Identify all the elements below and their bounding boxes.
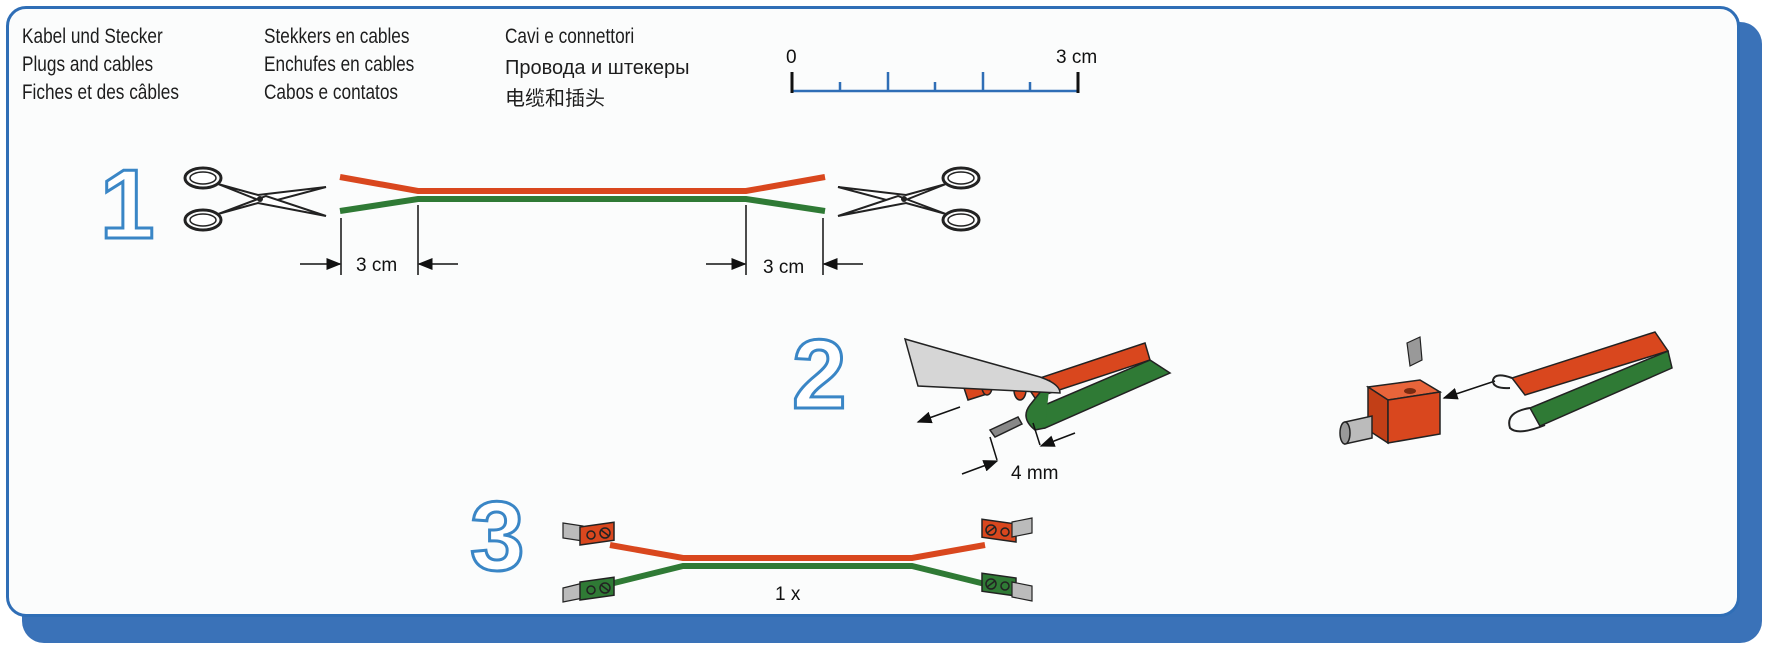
scissors-icon: [836, 166, 981, 232]
title-it: Cavi e connettori: [505, 25, 635, 48]
quantity-label: 1 x: [775, 584, 801, 605]
plug-icon: [1339, 379, 1443, 445]
plug-icon: [981, 517, 1033, 543]
green-wire: [609, 563, 986, 587]
step-number-2: 2: [792, 319, 847, 429]
title-fr: Fiches et des câbles: [22, 81, 179, 104]
dimension-left: 3 cm: [300, 205, 458, 276]
instruction-card: [6, 6, 1740, 617]
plug-icon: [562, 521, 615, 546]
scale-end-label: 3 cm: [1056, 47, 1097, 68]
dimension-4mm: 4 mm: [961, 422, 1076, 484]
red-wire: [609, 542, 986, 561]
scissors-icon: [183, 166, 328, 232]
title-en: Plugs and cables: [22, 53, 154, 76]
step-number-3: 3: [470, 481, 525, 591]
title-ru: Провода и штекеры: [505, 57, 690, 79]
scale-bar: 0 3 cm: [786, 47, 1097, 93]
screw-icon: [1406, 336, 1423, 367]
title-zh: 电缆和插头: [505, 88, 605, 110]
red-wire: [339, 174, 826, 194]
plug-icon: [981, 572, 1033, 602]
dim-label-4mm: 4 mm: [1011, 463, 1059, 484]
title-nl: Stekkers en cables: [264, 25, 410, 48]
title-de: Kabel und Stecker: [22, 25, 163, 48]
dim-label-right: 3 cm: [763, 257, 804, 278]
title-es: Enchufes en cables: [264, 53, 415, 76]
scale-start-label: 0: [786, 47, 797, 68]
dim-label-left: 3 cm: [356, 255, 397, 276]
knife-icon: [903, 337, 1061, 394]
title-pt: Cabos e contatos: [264, 81, 399, 104]
green-wire: [339, 196, 826, 214]
plug-icon: [562, 576, 615, 603]
bent-wire: [1491, 331, 1673, 433]
dimension-right: 3 cm: [706, 205, 863, 278]
step-number-1: 1: [100, 149, 155, 259]
